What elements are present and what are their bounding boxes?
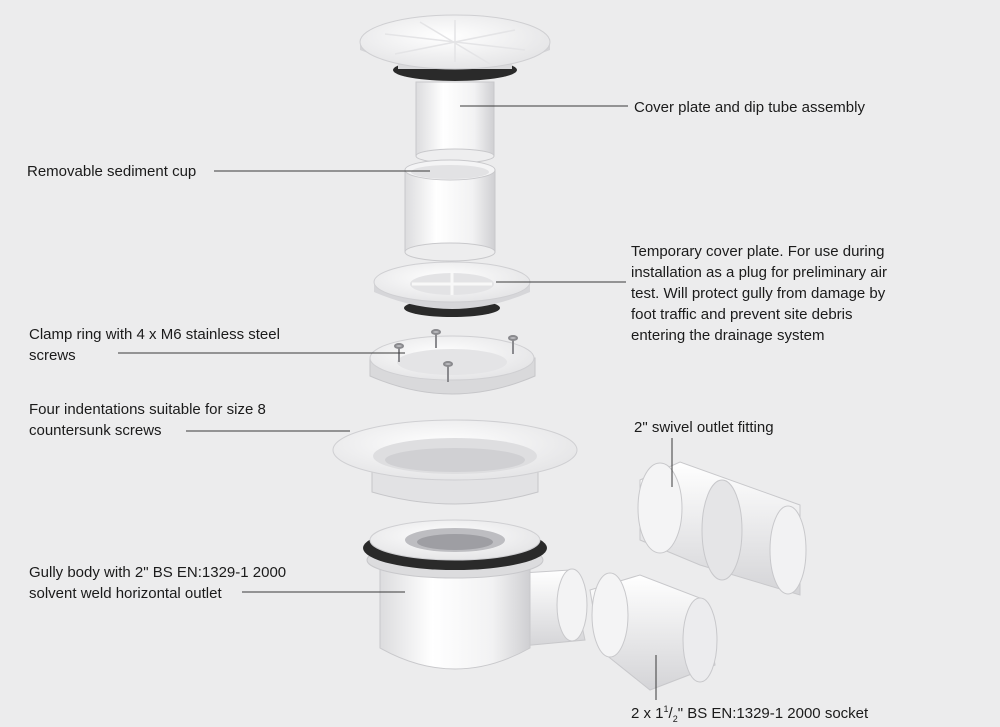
label-clamp-ring-line-1: Clamp ring with 4 x M6 stainless steel [29, 326, 280, 343]
swivel-outlet-fitting [637, 461, 807, 596]
label-temporary-cover-line-4: foot traffic and prevent site debris [631, 306, 853, 323]
label-temporary-cover-line-1: Temporary cover plate. For use during [631, 243, 885, 260]
socket-fitting [589, 572, 718, 691]
label-swivel-outlet: 2" swivel outlet fitting [634, 419, 774, 436]
gully-body [363, 519, 588, 670]
clamp-ring [369, 329, 536, 395]
cover-plate-assembly [359, 14, 551, 164]
label-socket: 2 x 11/2" BS EN:1329-1 2000 socket [631, 703, 868, 724]
label-clamp-ring-line-2: screws [29, 347, 76, 364]
label-indentations: Four indentations suitable for size 8 co… [29, 399, 266, 441]
leader-lines [118, 105, 673, 700]
indentation-ring [332, 419, 578, 505]
label-socket-slash: / [668, 705, 673, 722]
label-clamp-ring: Clamp ring with 4 x M6 stainless steel s… [29, 324, 280, 366]
label-socket-numerator: 1 [663, 704, 669, 714]
label-temporary-cover: Temporary cover plate. For use during in… [631, 241, 887, 346]
temporary-cover-plate [373, 261, 531, 317]
label-socket-prefix: 2 x 1 [631, 705, 664, 722]
label-socket-suffix: " BS EN:1329-1 2000 socket [677, 705, 869, 722]
label-gully-body: Gully body with 2" BS EN:1329-1 2000 sol… [29, 562, 286, 604]
label-cover-plate: Cover plate and dip tube assembly [634, 99, 865, 116]
label-socket-denominator: 2 [672, 714, 678, 724]
label-temporary-cover-line-2: installation as a plug for preliminary a… [631, 264, 887, 281]
label-indentations-line-1: Four indentations suitable for size 8 [29, 401, 266, 418]
label-sediment-cup: Removable sediment cup [27, 163, 197, 180]
label-temporary-cover-line-3: test. Will protect gully from damage by [631, 285, 886, 302]
sediment-cup [404, 159, 496, 262]
label-gully-body-line-2: solvent weld horizontal outlet [29, 585, 222, 602]
label-gully-body-line-1: Gully body with 2" BS EN:1329-1 2000 [29, 564, 287, 581]
label-temporary-cover-line-5: entering the drainage system [631, 327, 825, 344]
label-indentations-line-2: countersunk screws [29, 422, 162, 439]
